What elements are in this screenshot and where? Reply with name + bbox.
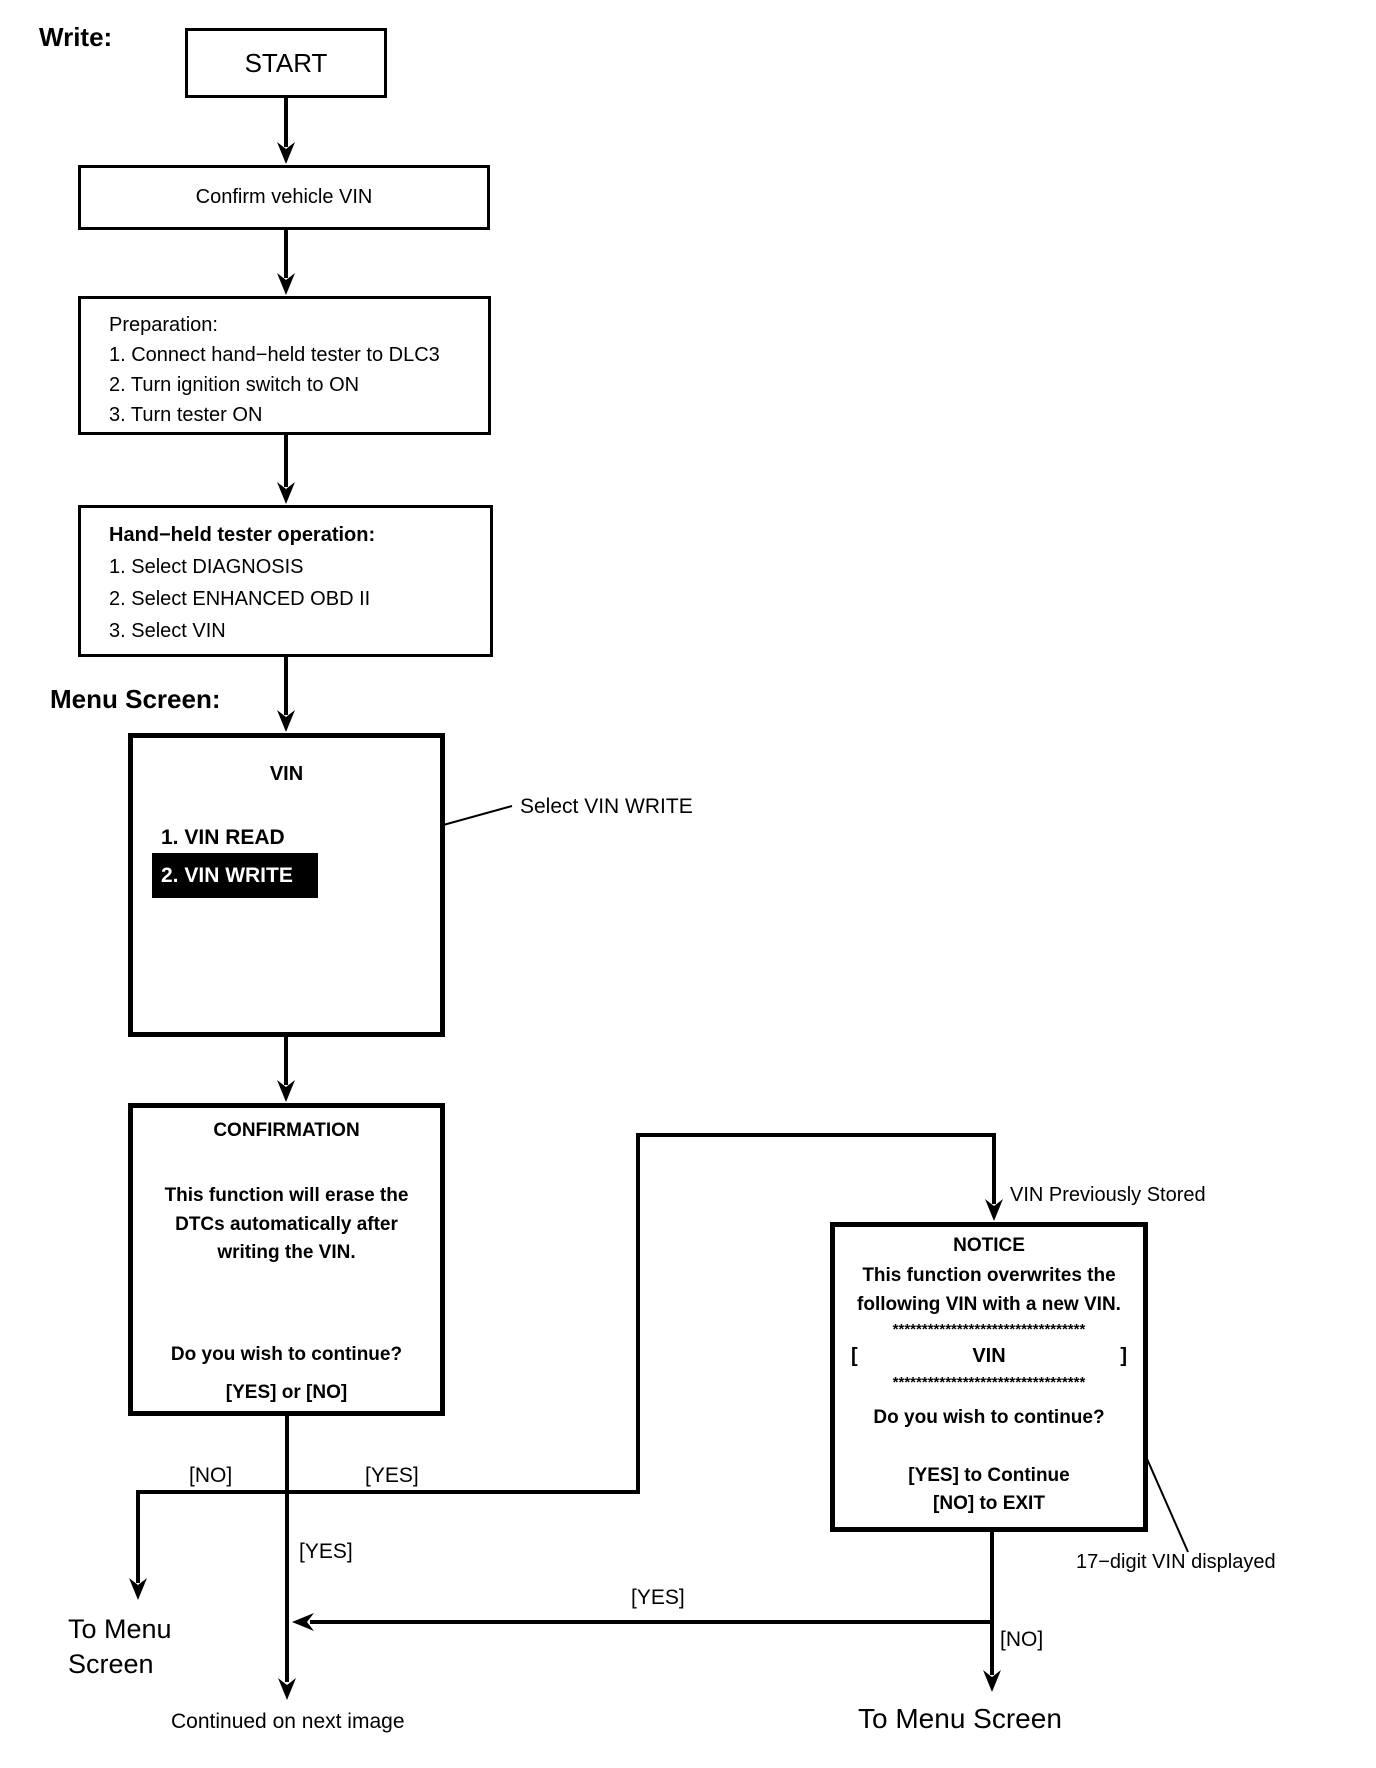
notice-text-line: This function overwrites the: [862, 1265, 1116, 1286]
menu-screen-label: Menu Screen:: [50, 684, 221, 714]
notice-text-line: following VIN with a new VIN.: [857, 1294, 1121, 1315]
to-menu-screen-left-line1: To Menu: [68, 1614, 172, 1644]
branch-label-yes-return: [YES]: [631, 1586, 685, 1609]
arrowhead-tester: [277, 482, 295, 504]
vin-bracket-close: ]: [1120, 1345, 1127, 1367]
notice-stars-top: *********************************: [892, 1321, 1086, 1338]
menu-item-vin-read: 1. VIN READ: [161, 826, 285, 849]
tester-operation-step: 2. Select ENHANCED OBD II: [109, 588, 371, 610]
arrowhead-continued: [278, 1678, 296, 1700]
arrowhead-notice-top: [985, 1199, 1003, 1221]
branch-label-no-left: [NO]: [189, 1464, 233, 1487]
tester-operation-step: 3. Select VIN: [109, 620, 226, 642]
start-box: START: [185, 28, 387, 98]
confirm-vin-box: Confirm vehicle VIN: [78, 165, 490, 230]
start-label: START: [244, 47, 328, 78]
vin-menu-title: VIN: [269, 763, 304, 785]
preparation-step: 1. Connect hand−held tester to DLC3: [109, 344, 440, 366]
preparation-step: 2. Turn ignition switch to ON: [109, 374, 360, 396]
line-yes-branch-to-notice: [287, 1133, 996, 1494]
arrowhead-prep: [277, 273, 295, 295]
notice-title: NOTICE: [953, 1235, 1025, 1256]
confirm-vin-label: Confirm vehicle VIN: [195, 186, 373, 208]
confirmation-options: [YES] or [NO]: [225, 1381, 348, 1403]
line-no-branch-left: [136, 1490, 287, 1583]
notice-question: Do you wish to continue?: [873, 1407, 1105, 1428]
confirmation-text-line: writing the VIN.: [217, 1242, 356, 1263]
to-menu-screen-right: To Menu Screen: [858, 1703, 1062, 1734]
branch-label-no-down: [NO]: [1000, 1628, 1044, 1651]
vin-previously-stored-annotation: VIN Previously Stored: [1010, 1184, 1206, 1206]
tester-operation-title: Hand−held tester operation:: [109, 524, 376, 546]
arrowhead-yes-return: [292, 1613, 314, 1631]
continued-on-next-image-label: Continued on next image: [171, 1710, 405, 1733]
17-digit-vin-annotation: 17−digit VIN displayed: [1076, 1551, 1276, 1573]
arrowhead-notice-down: [983, 1670, 1001, 1692]
write-label: Write:: [39, 22, 113, 52]
notice-box: NOTICE This function overwrites the foll…: [830, 1222, 1148, 1532]
menu-item-vin-write-highlight: 2. VIN WRITE: [152, 853, 318, 898]
tester-operation-step: 1. Select DIAGNOSIS: [109, 556, 304, 578]
branch-label-yes-right: [YES]: [365, 1464, 419, 1487]
arrowhead-no-left: [129, 1578, 147, 1600]
confirmation-text-line: This function will erase the: [164, 1185, 409, 1206]
notice-vin-row: [ VIN ]: [835, 1345, 1143, 1368]
confirmation-box: CONFIRMATION This function will erase th…: [128, 1103, 445, 1416]
arrowhead-confirm: [277, 142, 295, 164]
select-vin-write-annotation: Select VIN WRITE: [520, 795, 693, 818]
confirmation-title: CONFIRMATION: [213, 1120, 360, 1141]
menu-item-vin-write-label: 2. VIN WRITE: [161, 864, 293, 887]
vin-menu-box: VIN 1. VIN READ 2. VIN WRITE: [128, 733, 445, 1037]
confirmation-question: Do you wish to continue?: [170, 1343, 403, 1365]
arrowhead-confirmation: [277, 1080, 295, 1102]
vin-bracket-open: [: [851, 1345, 858, 1367]
notice-no-option: [NO] to EXIT: [933, 1493, 1045, 1514]
arrowhead-menu: [277, 710, 295, 732]
preparation-box: Preparation: 1. Connect hand−held tester…: [78, 296, 491, 435]
to-menu-screen-left: To Menu Screen: [68, 1612, 172, 1682]
notice-stars-bottom: *********************************: [892, 1374, 1086, 1391]
preparation-title: Preparation:: [109, 314, 218, 336]
preparation-step: 3. Turn tester ON: [109, 404, 263, 426]
to-menu-screen-left-line2: Screen: [68, 1649, 154, 1679]
tester-operation-box: Hand−held tester operation: 1. Select DI…: [78, 505, 493, 657]
notice-yes-option: [YES] to Continue: [908, 1465, 1070, 1486]
vin-value-label: VIN: [972, 1345, 1006, 1367]
confirmation-text-line: DTCs automatically after: [175, 1213, 398, 1235]
branch-label-yes-down: [YES]: [299, 1540, 353, 1563]
